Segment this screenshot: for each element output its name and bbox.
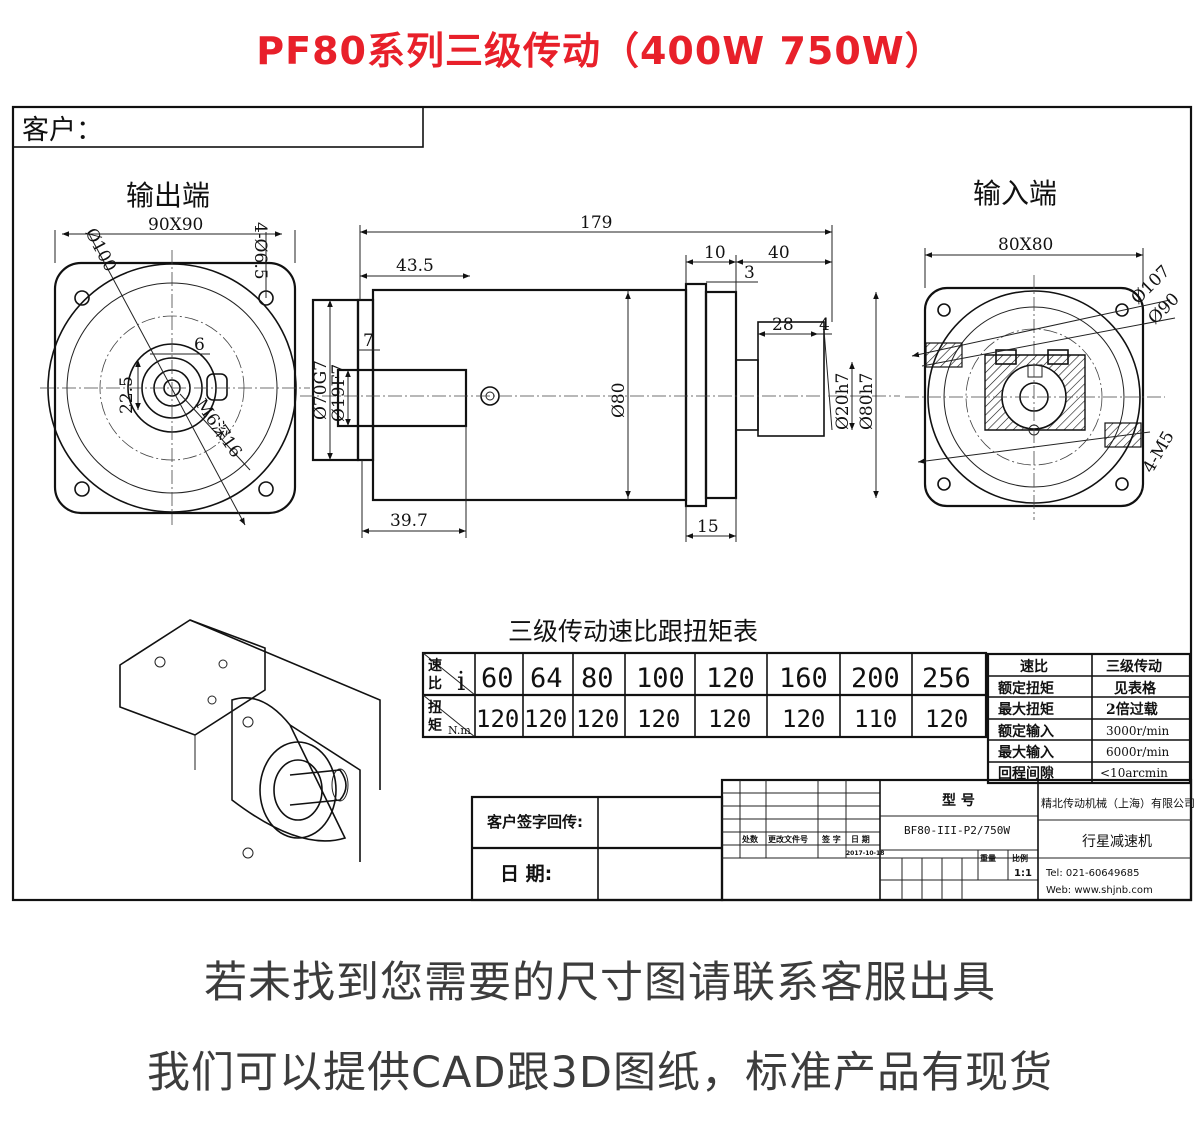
dim-side-in-pilot: Ø80h7 bbox=[857, 373, 877, 430]
ratio-label-bottom: 比 bbox=[428, 675, 442, 692]
dim-output-key: 6 bbox=[194, 335, 205, 355]
input-end-title: 输入端 bbox=[973, 177, 1057, 210]
dim-side-28: 28 bbox=[772, 315, 794, 335]
dim-side-pilot: Ø70G7 bbox=[311, 360, 331, 420]
torque-unit: N.m bbox=[448, 724, 471, 737]
torque-row: 120 120 120 120 120 120 110 120 bbox=[476, 705, 968, 733]
dim-side-flange-len: 43.5 bbox=[396, 256, 434, 276]
spec-value: 见表格 bbox=[1114, 680, 1157, 697]
torque-cell: 120 bbox=[576, 705, 619, 733]
dim-side-10: 10 bbox=[704, 243, 726, 263]
scale-label: 比例 bbox=[1012, 853, 1028, 863]
product-name: 行星减速机 bbox=[1082, 834, 1152, 850]
input-end-view: 输入端 80X80 Ø107 Ø90 4-M5 bbox=[905, 177, 1184, 520]
company-tel: Tel: 021-60649685 bbox=[1045, 868, 1139, 879]
spec-label: 最大输入 bbox=[998, 744, 1054, 761]
date-label: 日 期: bbox=[500, 863, 552, 885]
model-value: BF80-III-P2/750W bbox=[904, 824, 1010, 837]
ratio-cell: 256 bbox=[922, 663, 971, 694]
torque-cell: 110 bbox=[854, 705, 897, 733]
rev-date: 2017-10-18 bbox=[846, 850, 884, 857]
dim-side-40: 40 bbox=[768, 243, 790, 263]
torque-cell: 120 bbox=[637, 705, 680, 733]
torque-cell: 120 bbox=[524, 705, 567, 733]
ratio-cell: 80 bbox=[581, 663, 614, 694]
dim-side-length: 179 bbox=[580, 213, 612, 233]
sign-label: 客户签字回传: bbox=[486, 813, 583, 831]
title-block: 客户签字回传: 日 期: 处数 更改文件号 签 bbox=[470, 778, 1195, 902]
dim-output-square: 90X90 bbox=[148, 215, 203, 235]
spec-value: 三级传动 bbox=[1106, 658, 1162, 675]
torque-label-bottom: 矩 bbox=[428, 717, 442, 734]
torque-cell: 120 bbox=[476, 705, 519, 733]
spec-value: 3000r/min bbox=[1106, 724, 1170, 738]
dim-side-in-bore: Ø20h7 bbox=[833, 373, 853, 430]
ratio-symbol: i bbox=[457, 667, 465, 697]
dim-side-4: 4 bbox=[819, 315, 830, 335]
dim-output-offset: 22.5 bbox=[117, 376, 137, 414]
footer-line-2: 我们可以提供CAD跟3D图纸，标准产品有现货 bbox=[146, 1048, 1054, 1098]
spec-table: 速比 三级传动 额定扭矩 见表格 最大扭矩 2倍过载 额定输入 3000r/mi… bbox=[986, 652, 1192, 785]
dim-side-key-h: 7 bbox=[363, 331, 374, 351]
dim-side-15: 15 bbox=[697, 517, 719, 537]
ratio-cell: 64 bbox=[530, 663, 563, 694]
footer-line-1: 若未找到您需要的尺寸图请联系客服出具 bbox=[204, 958, 996, 1008]
dim-side-3: 3 bbox=[744, 263, 755, 283]
customer-label: 客户： bbox=[22, 115, 103, 146]
page-title: PF80系列三级传动（400W 750W） bbox=[256, 29, 944, 73]
rev-col-date: 日 期 bbox=[851, 834, 870, 844]
spec-label: 额定扭矩 bbox=[998, 680, 1054, 697]
ratio-cell: 60 bbox=[481, 663, 514, 694]
torque-cell: 120 bbox=[925, 705, 968, 733]
ratio-cell: 160 bbox=[779, 663, 828, 694]
dim-output-thread: M6深16 bbox=[191, 395, 246, 461]
spec-label: 速比 bbox=[1020, 658, 1048, 675]
spec-value: 6000r/min bbox=[1106, 745, 1170, 759]
spec-value: <10arcmin bbox=[1100, 766, 1168, 780]
dim-side-shaft: Ø19F7 bbox=[329, 364, 349, 422]
rev-col-doc: 更改文件号 bbox=[768, 834, 808, 844]
side-view: 179 43.5 39.7 7 Ø70G7 Ø19F7 Ø80 10 40 3 … bbox=[300, 213, 900, 542]
dim-side-body: Ø80 bbox=[609, 382, 629, 418]
dim-output-pcd: Ø100 bbox=[81, 225, 120, 275]
spec-label: 最大扭矩 bbox=[998, 701, 1054, 718]
rev-col-sign: 签 字 bbox=[821, 834, 841, 844]
revision-grid: 处数 更改文件号 签 字 日 期 2017-10-18 重量 比例 1:1 bbox=[722, 780, 1038, 900]
ratio-cell: 100 bbox=[636, 663, 685, 694]
company-web: Web: www.shjnb.com bbox=[1046, 885, 1153, 896]
rev-col-process: 处数 bbox=[741, 834, 759, 844]
ratio-cell: 200 bbox=[851, 663, 900, 694]
ratio-label-top: 速 bbox=[428, 657, 442, 674]
torque-cell: 120 bbox=[782, 705, 825, 733]
spec-label: 回程间隙 bbox=[998, 765, 1054, 782]
company-name: 精北传动机械（上海）有限公司 bbox=[1041, 796, 1195, 810]
dim-input-square: 80X80 bbox=[998, 235, 1053, 255]
ratio-cell: 120 bbox=[706, 663, 755, 694]
ratio-row: 60 64 80 100 120 160 200 256 bbox=[481, 663, 971, 694]
output-end-view: 输出端 90X90 Ø100 4-Ø6.5 6 22.5 M6深16 bbox=[40, 179, 310, 526]
spec-value: 2倍过载 bbox=[1106, 701, 1158, 718]
weight-label: 重量 bbox=[980, 853, 996, 863]
torque-cell: 120 bbox=[708, 705, 751, 733]
scale-value: 1:1 bbox=[1014, 868, 1032, 879]
table-title: 三级传动速比跟扭矩表 bbox=[508, 617, 758, 646]
dim-input-holes: 4-M5 bbox=[1139, 428, 1179, 477]
dim-output-holes: 4-Ø6.5 bbox=[250, 222, 270, 280]
dim-side-base-len: 39.7 bbox=[390, 511, 428, 531]
customer-box bbox=[12, 106, 424, 148]
torque-label-top: 扭 bbox=[428, 699, 442, 716]
output-end-title: 输出端 bbox=[126, 179, 210, 212]
model-label: 型 号 bbox=[942, 792, 975, 809]
ratio-torque-table: 三级传动速比跟扭矩表 速 比 i 扭 矩 N.m 60 64 80 100 12… bbox=[421, 617, 988, 739]
spec-label: 额定输入 bbox=[998, 723, 1054, 740]
isometric-sketch bbox=[119, 619, 381, 862]
